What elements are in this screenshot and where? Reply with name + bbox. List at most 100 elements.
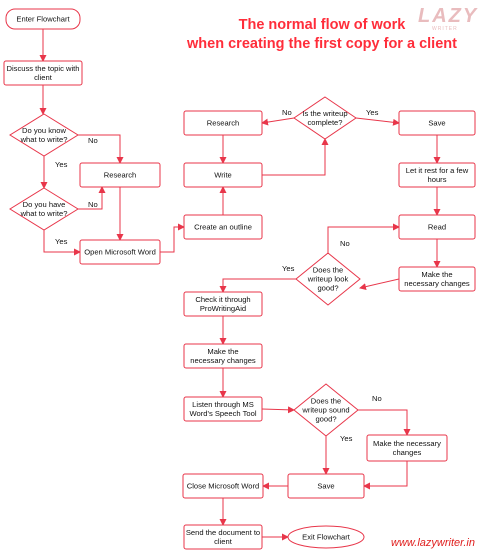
edge-listen-to-soundgood: [261, 406, 295, 414]
edge-label-no: No: [372, 394, 382, 403]
edge-soundgood-to-changes3: [358, 409, 411, 436]
node-label: Save: [317, 482, 334, 491]
edge-know-to-research1: [78, 134, 124, 164]
edge-label-no: No: [340, 239, 350, 248]
process-box: [183, 343, 263, 369]
node-save1: Save: [398, 110, 476, 136]
process-box: [287, 473, 365, 499]
edges-layer: [39, 29, 441, 541]
node-label: Save: [428, 119, 445, 128]
node-label: Do you have: [23, 200, 66, 209]
node-label: Research: [104, 171, 137, 180]
decision-diamond: [9, 113, 79, 157]
node-openword: Open Microsoft Word: [79, 239, 161, 265]
edge-label-no: No: [88, 200, 98, 209]
node-label: Write: [214, 171, 232, 180]
node-label: ProWritingAid: [200, 304, 246, 313]
node-label: Is the writeup: [302, 109, 347, 118]
node-write: Write: [183, 162, 263, 188]
node-label: changes: [393, 448, 422, 457]
node-label: Send the document to: [186, 528, 260, 537]
node-label: writeup sound: [301, 406, 349, 415]
process-box: [79, 162, 161, 188]
process-box: [183, 291, 263, 317]
node-label: necessary changes: [404, 279, 470, 288]
decision-diamond: [293, 96, 357, 140]
node-label: Discuss the topic with: [6, 64, 79, 73]
terminal-box: [5, 8, 81, 30]
process-box: [79, 239, 161, 265]
node-label: Open Microsoft Word: [84, 248, 156, 257]
process-box: [183, 396, 263, 422]
node-research2: Research: [183, 110, 263, 136]
edge-label-no: No: [282, 108, 292, 117]
node-label: Make the necessary: [373, 439, 441, 448]
edge-changes1-to-lookgood: [359, 278, 400, 291]
process-box: [182, 473, 264, 499]
node-enter: Enter Flowchart: [5, 8, 81, 30]
node-label: Does the: [313, 266, 343, 275]
edge-openword-to-outline: [160, 223, 185, 253]
edge-label-yes: Yes: [55, 237, 68, 246]
node-label: Close Microsoft Word: [187, 482, 259, 491]
node-label: what to write?: [20, 209, 68, 218]
process-box: [183, 524, 263, 550]
node-label: necessary changes: [190, 356, 256, 365]
decision-diamond: [293, 383, 359, 437]
logo-subtext: WRITER: [432, 26, 458, 32]
node-label: Exit Flowchart: [302, 533, 351, 542]
edge-label-yes: Yes: [282, 264, 295, 273]
edge-lookgood-to-read: [327, 223, 400, 253]
edge-have-to-research1: [78, 186, 106, 210]
lazy-writer-logo: LAZY WRITER: [418, 5, 478, 32]
footer-url: www.lazywriter.in: [391, 537, 475, 549]
node-label: client: [34, 73, 53, 82]
process-box: [183, 162, 263, 188]
node-label: Does the: [311, 397, 341, 406]
edge-label-yes: Yes: [366, 108, 379, 117]
node-closeword: Close Microsoft Word: [182, 473, 264, 499]
node-label: Word's Speech Tool: [189, 409, 256, 418]
process-box: [398, 266, 476, 292]
process-box: [366, 434, 448, 462]
edge-label-yes: Yes: [55, 160, 68, 169]
node-label: Do you know: [22, 126, 66, 135]
process-box: [3, 60, 83, 86]
node-label: Make the: [421, 270, 452, 279]
node-label: good?: [315, 415, 336, 424]
terminal-ellipse: [287, 525, 365, 549]
edge-have-to-openword: [43, 230, 81, 256]
node-label: hours: [428, 175, 447, 184]
edge-lookgood-to-prowriting: [219, 278, 296, 293]
logo-text: LAZY: [418, 5, 478, 27]
process-box: [398, 162, 476, 188]
process-box: [398, 214, 476, 240]
node-label: Research: [207, 119, 240, 128]
node-label: Let it rest for a few: [406, 166, 469, 175]
process-box: [183, 110, 263, 136]
node-label: Check it through: [195, 295, 250, 304]
node-label: writeup look: [307, 275, 349, 284]
edge-complete-to-research2: [261, 117, 295, 126]
node-save2: Save: [287, 473, 365, 499]
decision-diamond: [295, 252, 361, 306]
edge-write-to-complete: [262, 138, 329, 176]
node-label: good?: [317, 284, 338, 293]
node-label: Read: [428, 223, 446, 232]
node-label: what to write?: [20, 135, 68, 144]
process-box: [183, 214, 263, 240]
decision-diamond: [9, 187, 79, 231]
process-box: [398, 110, 476, 136]
